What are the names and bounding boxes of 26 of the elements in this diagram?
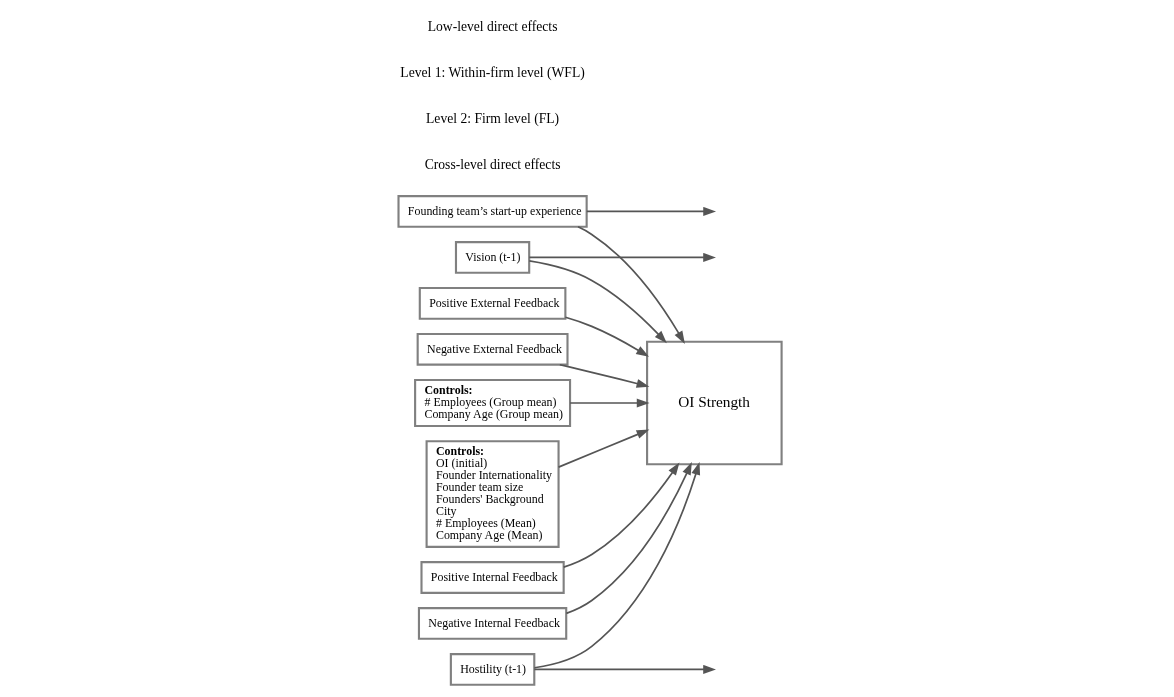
arrow <box>576 226 685 344</box>
arrow <box>568 398 650 408</box>
label: Level 1: Within-firm level (WFL) <box>399 64 585 80</box>
arrow <box>557 429 649 468</box>
node-box: Positive Internal Feedback <box>419 561 565 594</box>
arrow <box>533 462 700 669</box>
label: Low-level direct effects <box>427 18 557 34</box>
label: Level 2: Firm level (FL) <box>425 110 559 126</box>
node-box: Vision (t-1) <box>454 241 530 274</box>
arrow <box>585 206 716 216</box>
node-box: Hostility (t-1) <box>449 653 535 686</box>
arrow <box>527 260 667 344</box>
node-box: Negative External Feedback <box>416 332 569 366</box>
arrow <box>565 461 692 615</box>
node-box: Founding team’s start-up experience <box>396 195 588 228</box>
node-box: Negative Internal Feedback <box>417 607 567 640</box>
arrow <box>562 462 679 568</box>
node-box: Controls: OI (initial) Founder Internationality Founder team size Founders' Background City # Employees (Mean) Company Age (Mean) <box>425 440 560 548</box>
node-box: OI Strength <box>645 340 783 466</box>
node-box: Positive External Feedback <box>418 287 566 320</box>
label: Cross-level direct effects <box>424 156 560 172</box>
arrow <box>527 252 716 262</box>
arrow <box>532 664 716 674</box>
arrow <box>558 363 649 388</box>
arrow <box>564 316 649 357</box>
node-box: Controls: # Employees (Group mean) Company Age (Group mean) <box>413 378 571 428</box>
